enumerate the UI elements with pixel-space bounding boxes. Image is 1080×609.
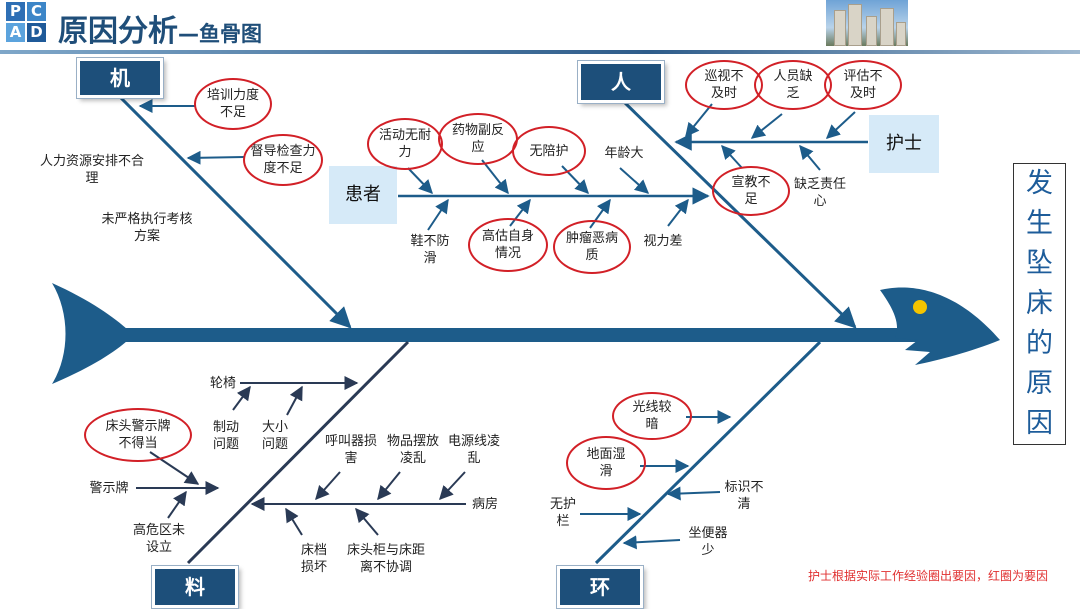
effect-char: 发 bbox=[1026, 168, 1053, 199]
category-environment: 环 bbox=[557, 566, 643, 608]
pcad-logo: P C A D bbox=[6, 2, 48, 44]
logo-letter: C bbox=[27, 2, 46, 21]
cause-ward: 病房 bbox=[471, 497, 498, 512]
bone-machine bbox=[116, 93, 352, 329]
cause-tumor: 肿瘤恶病质 bbox=[553, 220, 631, 274]
cause-activity: 活动无耐力 bbox=[367, 118, 443, 170]
cause-staff-short: 人员缺乏 bbox=[754, 60, 832, 110]
cause-patrol: 巡视不及时 bbox=[685, 60, 763, 110]
logo-letter: P bbox=[6, 2, 25, 21]
category-people: 人 bbox=[578, 61, 664, 103]
cause-vision: 视力差 bbox=[643, 234, 683, 249]
sub-branch-patient: 患者 bbox=[329, 166, 397, 224]
cause-sign-absent: 床头警示牌不得当 bbox=[84, 408, 192, 462]
cause-overestimate: 高估自身情况 bbox=[468, 218, 548, 272]
effect-char: 生 bbox=[1026, 208, 1053, 239]
category-material: 料 bbox=[152, 566, 238, 608]
cause-responsibility: 缺乏责任心 bbox=[793, 177, 846, 209]
cause-bed-rail: 床档损坏 bbox=[300, 543, 327, 575]
cause-sign: 警示牌 bbox=[89, 481, 129, 496]
logo-letter: A bbox=[6, 23, 25, 42]
cause-guard: 无护栏 bbox=[549, 497, 576, 529]
bone-environment bbox=[594, 340, 822, 565]
cause-wet: 地面湿滑 bbox=[566, 436, 646, 490]
cause-drug: 药物副反应 bbox=[438, 113, 518, 165]
cause-cable: 电源线凌乱 bbox=[448, 434, 501, 466]
cause-hr: 人力资源安排不合理 bbox=[40, 154, 145, 186]
cause-supervision: 督导检查力度不足 bbox=[243, 134, 323, 186]
building-photo bbox=[826, 0, 908, 46]
logo-letter: D bbox=[27, 23, 46, 42]
cause-education: 宣教不足 bbox=[712, 166, 790, 216]
cause-wheelchair: 轮椅 bbox=[209, 376, 236, 391]
title-sub: —鱼骨图 bbox=[178, 22, 262, 46]
effect-char: 的 bbox=[1026, 328, 1053, 359]
fish-eye bbox=[913, 300, 927, 314]
cause-size: 大小问题 bbox=[261, 420, 288, 452]
cause-age: 年龄大 bbox=[604, 146, 644, 161]
fish-head bbox=[880, 287, 1000, 365]
bone-material bbox=[186, 340, 410, 565]
page-title: 原因分析—鱼骨图 bbox=[58, 6, 262, 50]
cause-eval: 评估不及时 bbox=[824, 60, 902, 110]
effect-char: 坠 bbox=[1026, 248, 1053, 279]
footnote: 护士根据实际工作经验圈出要因，红圈为要因 bbox=[808, 569, 1049, 583]
cause-shoes: 鞋不防滑 bbox=[410, 234, 450, 266]
effect-char: 因 bbox=[1026, 408, 1053, 439]
fish-tail bbox=[52, 283, 128, 384]
effect-char: 床 bbox=[1026, 288, 1053, 319]
sub-branch-nurse: 护士 bbox=[869, 115, 939, 173]
fish-spine bbox=[120, 328, 920, 342]
cause-brake: 制动问题 bbox=[212, 420, 239, 452]
cause-assessment: 未严格执行考核方案 bbox=[101, 212, 193, 244]
cause-no-escort: 无陪护 bbox=[512, 126, 586, 176]
cause-high-risk: 高危区未设立 bbox=[132, 523, 185, 555]
cause-light: 光线较暗 bbox=[612, 392, 692, 440]
effect-char: 原 bbox=[1026, 368, 1053, 399]
effect-box: 发 生 坠 床 的 原 因 bbox=[1013, 163, 1066, 445]
category-machine: 机 bbox=[77, 58, 163, 98]
cause-mark: 标识不清 bbox=[724, 480, 764, 512]
cause-toilet: 坐便器少 bbox=[688, 526, 728, 558]
cause-call: 呼叫器损害 bbox=[324, 434, 377, 466]
title-main: 原因分析 bbox=[58, 14, 178, 49]
cause-training: 培训力度不足 bbox=[194, 78, 272, 130]
cause-clutter: 物品摆放凌乱 bbox=[387, 434, 440, 466]
cause-cabinet: 床头柜与床距离不协调 bbox=[346, 543, 425, 575]
header-divider bbox=[0, 50, 1080, 54]
